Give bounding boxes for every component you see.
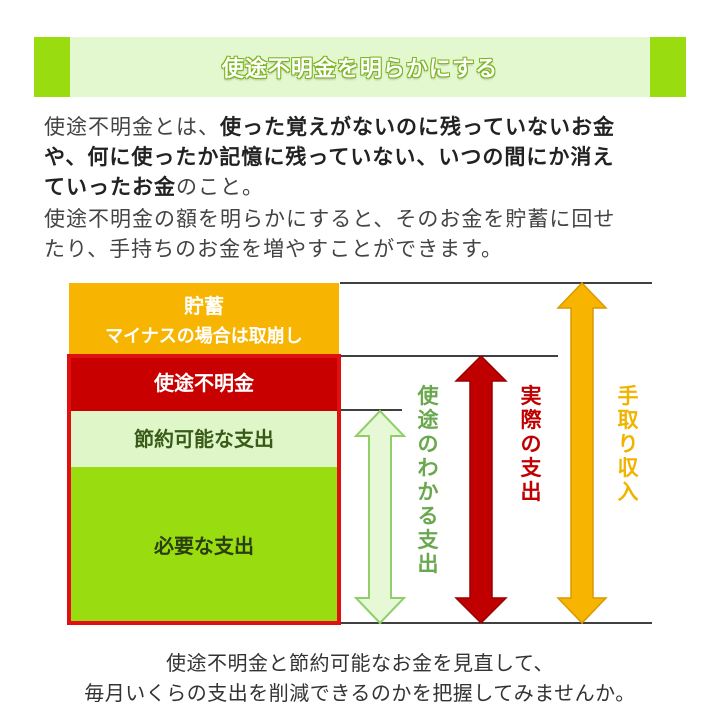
intro-line-1: 使途不明金とは、使った覚えがないのに残っていないお金 bbox=[44, 112, 684, 142]
explanation-paragraph: 使途不明金の額を明らかにすると、そのお金を貯蓄に回せ たり、手持ちのお金を増やす… bbox=[44, 204, 684, 264]
explanation-line-1: 使途不明金の額を明らかにすると、そのお金を貯蓄に回せ bbox=[44, 207, 616, 231]
intro-line-2: や、何に使ったか記憶に残っていない、いつの間にか消え bbox=[44, 142, 684, 172]
unknown-money-label: 使途不明金 bbox=[153, 371, 255, 395]
actual-expense-label-text: 実際の支出 bbox=[521, 384, 543, 504]
savable-expense-box bbox=[69, 411, 339, 467]
savings-sublabel: マイナスの場合は取崩し bbox=[105, 325, 303, 347]
intro-paragraph: 使途不明金とは、使った覚えがないのに残っていないお金 や、何に使ったか記憶に残っ… bbox=[44, 112, 684, 202]
necessary-expense-box bbox=[69, 467, 339, 623]
unknown-money-box bbox=[69, 356, 339, 411]
intro-line-2-bold: や、何に使ったか記憶に残っていない、いつの間にか消え bbox=[44, 145, 615, 169]
actual-expense-arrow-label: 実際の支出 bbox=[521, 384, 543, 504]
known-expense-arrow-label: 使途のわかる支出 bbox=[417, 384, 440, 576]
savings-box bbox=[69, 283, 339, 356]
intro-line-1-plain: 使途不明金とは、 bbox=[44, 115, 220, 139]
title-banner: 使途不明金を明らかにする bbox=[34, 37, 686, 97]
expense-outline bbox=[67, 354, 341, 625]
intro-line-3-plain: のこと。 bbox=[176, 175, 264, 199]
necessary-expense-label: 必要な支出 bbox=[153, 534, 254, 558]
income-arrow-label: 手取り収入 bbox=[618, 384, 640, 504]
intro-line-3-bold: ていったお金 bbox=[44, 175, 176, 199]
footer-line-2: 毎月いくらの支出を削減できるのかを把握してみませんか。 bbox=[84, 681, 636, 705]
intro-line-3: ていったお金のこと。 bbox=[44, 172, 684, 202]
explanation-line-2: たり、手持ちのお金を増やすことができます。 bbox=[44, 237, 504, 261]
footer-line-1: 使途不明金と節約可能なお金を見直して、 bbox=[166, 651, 554, 675]
page-title: 使途不明金を明らかにする bbox=[221, 57, 499, 82]
title-banner-inner: 使途不明金を明らかにする bbox=[70, 37, 650, 97]
intro-line-1-bold: 使った覚えがないのに残っていないお金 bbox=[220, 115, 615, 139]
savable-expense-label: 節約可能な支出 bbox=[134, 427, 274, 451]
known-expense-arrow bbox=[353, 409, 407, 625]
income-arrow bbox=[556, 281, 608, 625]
savings-label: 貯蓄 bbox=[184, 294, 224, 318]
known-expense-label-text: 使途のわかる支出 bbox=[417, 384, 440, 576]
income-label-text: 手取り収入 bbox=[618, 384, 640, 504]
actual-expense-arrow bbox=[454, 354, 508, 625]
